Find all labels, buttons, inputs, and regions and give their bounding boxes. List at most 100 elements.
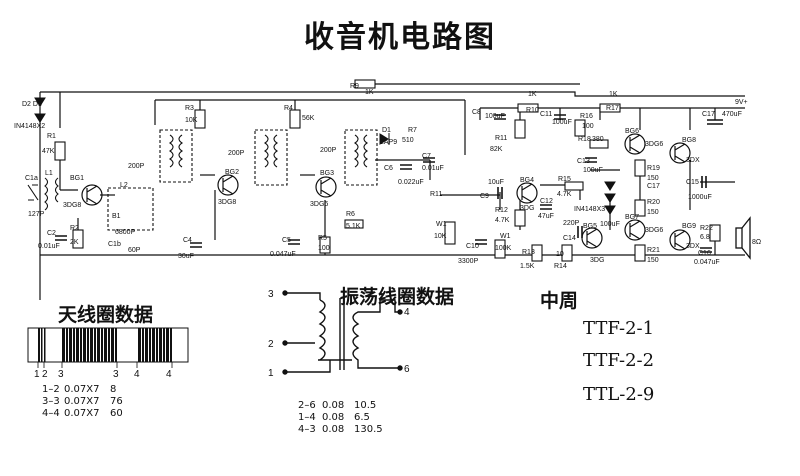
resistor-r22 <box>709 224 721 242</box>
speaker-icon <box>735 216 751 260</box>
label-d2d3: D2 D3 <box>22 101 42 108</box>
resistor-r14 <box>561 244 573 262</box>
antenna-coil-heading: 天线圈数据 <box>58 304 154 326</box>
label-r20: R20 <box>647 199 660 206</box>
capacitor-c13 <box>585 157 597 163</box>
label-diode-bias: IN4148X3 <box>574 206 605 213</box>
if-model-1: TTF-2-1 <box>583 318 655 339</box>
antenna-coil-drawing: 1 2 3 3 4 4 <box>27 327 189 380</box>
label-bg5: BG5 <box>583 223 597 230</box>
label-b1: B1 <box>112 213 121 220</box>
label-c3: 6800P <box>115 229 136 236</box>
diode-d1 <box>379 133 390 145</box>
label-r4-value: 56K <box>302 115 315 122</box>
label-r2: R2 <box>70 225 79 232</box>
resistor-r19 <box>634 159 646 177</box>
label-r21-value: 150 <box>647 257 659 264</box>
label-l1: L1 <box>45 170 53 177</box>
potentiometers <box>444 221 506 259</box>
volume-pot-w1 <box>444 221 456 245</box>
label-r15-value: 4.7K <box>557 191 572 198</box>
resistor-r10 <box>517 103 539 113</box>
if2-winding-secondary <box>273 134 278 168</box>
label-c12-value: 47uF <box>538 213 554 220</box>
transistor-bg7 <box>624 219 646 241</box>
label-r6: R6 <box>346 211 355 218</box>
label-bg8-type: 3DX <box>686 157 700 164</box>
label-bg6: BG6 <box>625 128 639 135</box>
label-c15: C15 <box>686 179 699 186</box>
label-r9-value: 1K <box>365 89 374 96</box>
oscillator-coil-l2 <box>107 187 154 231</box>
diode-d2 <box>34 97 46 107</box>
resistor-r21 <box>634 244 646 262</box>
antenna-coil-l1 <box>27 177 59 211</box>
label-bg4: BG4 <box>520 177 534 184</box>
antenna-pin-4b: 4 <box>166 369 172 380</box>
antenna-pin-2: 2 <box>42 369 48 380</box>
resistor-r12 <box>514 209 526 227</box>
label-c13-value: 100uF <box>583 167 603 174</box>
label-r7: R7 <box>408 127 417 134</box>
label-c14-value: 220P <box>563 220 580 227</box>
label-200p-b: 200P <box>228 150 245 157</box>
resistor-r9 <box>354 79 376 89</box>
label-bg6-type: 3DG6 <box>645 141 663 148</box>
osc-pin-6: 6 <box>404 364 410 375</box>
label-c7: C7 <box>422 153 431 160</box>
label-r5-value: 100 <box>318 245 330 252</box>
if-model-3: TTL-2-9 <box>583 384 655 405</box>
label-bg2-type: 3DG8 <box>218 199 236 206</box>
resistor-r6 <box>344 219 364 229</box>
label-c6: C6 <box>384 165 393 172</box>
label-c5: C5 <box>282 237 291 244</box>
label-r22-value: 6.8 <box>700 234 710 241</box>
if-transformer-2 <box>254 129 288 186</box>
label-c16-value: 0.047uF <box>694 259 720 266</box>
label-r15: R15 <box>558 176 571 183</box>
osc-pin-2: 2 <box>268 339 274 350</box>
antenna-pin-4a: 4 <box>134 369 140 380</box>
label-c4-value: 30uF <box>178 253 194 260</box>
label-c12: C12 <box>540 198 553 205</box>
label-r11-det: R11 <box>430 191 442 198</box>
capacitor-c5 <box>288 239 300 245</box>
label-r6-value: 5.1K <box>346 223 361 230</box>
capacitor-c14 <box>577 226 583 238</box>
label-r19-value: 150 <box>647 175 659 182</box>
label-bg5-type: 3DG <box>590 257 604 264</box>
label-bg8: BG8 <box>682 137 696 144</box>
resistor-r3 <box>194 109 206 129</box>
if-model-2: TTF-2-2 <box>583 350 655 371</box>
oscillator-coil-heading: 振荡线圈数据 <box>340 286 455 308</box>
antenna-windings <box>38 328 172 362</box>
label-c2-value: 0.01uF <box>38 243 60 250</box>
if2-winding <box>264 134 269 168</box>
label-r2-value: 2K <box>70 239 79 246</box>
capacitor-c9 <box>497 187 503 199</box>
transistors <box>81 133 691 251</box>
label-c1a-value: 127P <box>28 211 45 218</box>
label-c11: C11 <box>540 111 552 118</box>
label-c17-value: 470uF <box>722 111 742 118</box>
label-r17-value: 1K <box>609 91 618 98</box>
label-r7-value: 510 <box>402 137 414 144</box>
label-r12-value: 4.7K <box>495 217 510 224</box>
label-c6-value: 0.022uF <box>398 179 424 186</box>
capacitor-c16 <box>700 247 712 253</box>
capacitor-c8 <box>494 114 506 120</box>
osc-pin-4: 4 <box>404 307 410 318</box>
label-supply: 9V+ <box>735 99 748 106</box>
label-bg2: BG2 <box>225 169 239 176</box>
label-100uf: 100uF <box>600 221 620 228</box>
osc-pin-1: 1 <box>268 368 274 379</box>
resistor-r2 <box>72 229 84 249</box>
resistor-r16 <box>574 119 586 137</box>
capacitor-c11 <box>554 114 566 120</box>
label-c10-value: 3300P <box>458 258 479 265</box>
label-r9: R9 <box>350 83 359 90</box>
label-r14: R14 <box>554 263 567 270</box>
